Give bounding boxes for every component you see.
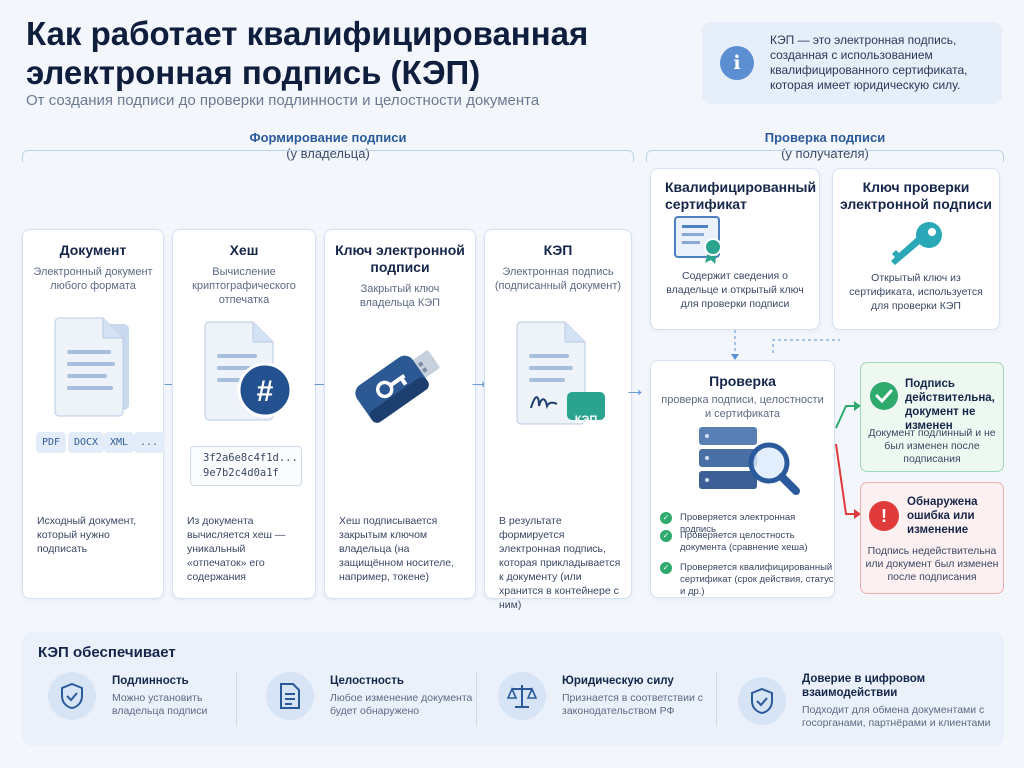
step-document-title: Документ bbox=[59, 242, 127, 258]
info-callout: i КЭП — это электронная подпись, созданн… bbox=[702, 22, 1002, 104]
section-signing-title: Формирование подписи bbox=[249, 130, 407, 145]
usb-token-icon bbox=[355, 350, 440, 423]
benefit-text: Признается в соответствии с законодатель… bbox=[562, 692, 704, 717]
benefit-title: Доверие в цифровом взаимодействии bbox=[802, 673, 926, 699]
hash-document-icon bbox=[204, 321, 293, 421]
benefit-title: Юридическую силу bbox=[562, 675, 674, 687]
section-verify-subtitle: (у получателя) bbox=[781, 146, 869, 161]
certificate-card: Квалифицированный сертификат Содержит св… bbox=[650, 168, 820, 330]
benefits-panel: КЭП обеспечивает Подлинность Можно устан… bbox=[22, 632, 1004, 746]
benefit-text: Любое изменение документа будет обнаруже… bbox=[330, 692, 473, 717]
check-icon: ✓ bbox=[660, 562, 672, 574]
check-icon: ✓ bbox=[660, 512, 672, 524]
step-private-key-description: Хеш подписывается закрытым ключом владел… bbox=[339, 515, 455, 583]
format-badge-pdf: PDF bbox=[36, 432, 67, 453]
step-hash-title: Хеш bbox=[229, 242, 259, 258]
flow-arrow-4: → bbox=[624, 376, 646, 401]
section-signing-bracket bbox=[22, 150, 634, 162]
certificate-icon bbox=[674, 216, 722, 264]
result-arrows bbox=[835, 401, 861, 519]
certificate-text: Содержит сведения о владельце и открытый… bbox=[666, 270, 804, 310]
document-icon bbox=[54, 317, 129, 417]
verification-card: Проверка проверка подписи, целостности и… bbox=[650, 360, 835, 598]
verification-subtitle: проверка подписи, целостности и сертифик… bbox=[661, 394, 824, 420]
check-item-text: Проверяется электронная подпись bbox=[680, 512, 796, 535]
check-circle-icon bbox=[870, 382, 898, 410]
step-kep-subtitle: Электронная подпись (подписанный докумен… bbox=[494, 266, 622, 292]
shield-check-icon bbox=[738, 677, 786, 725]
section-signing-heading: Формирование подписи (у владельца) bbox=[22, 130, 634, 162]
benefits-title: КЭП обеспечивает bbox=[38, 644, 176, 661]
connector-lines bbox=[731, 330, 840, 360]
signed-document-icon bbox=[516, 321, 605, 425]
step-hash-subtitle: Вычисление криптографического отпечатка bbox=[192, 266, 296, 306]
check-item-signature: ✓ Проверяется электронная подпись bbox=[660, 512, 830, 536]
divider bbox=[716, 672, 717, 726]
section-verify-heading: Проверка подписи (у получателя) bbox=[646, 130, 1004, 162]
benefit-title: Целостность bbox=[330, 675, 404, 687]
step-private-key-title: Ключ электронной подписи bbox=[335, 242, 465, 275]
result-error-title: Обнаружена ошибка или изменение bbox=[907, 496, 978, 536]
page-subtitle: От создания подписи до проверки подлинно… bbox=[26, 92, 540, 109]
divider bbox=[236, 672, 237, 726]
step-kep-card: КЭП Электронная подпись (подписанный док… bbox=[484, 229, 632, 611]
section-signing-subtitle: (у владельца) bbox=[286, 146, 370, 161]
check-item-certificate: ✓ Проверяется квалифицированный сертифик… bbox=[660, 562, 834, 598]
divider bbox=[476, 672, 477, 726]
error-circle-icon: ! bbox=[869, 501, 899, 531]
hash-symbol: # bbox=[256, 375, 274, 408]
result-error-card: ! Обнаружена ошибка или изменение Подпис… bbox=[860, 482, 1004, 594]
certificate-title: Квалифицированный сертификат bbox=[665, 179, 817, 212]
benefit-legal-force: Юридическую силу Признается в соответств… bbox=[498, 672, 708, 720]
public-key-title: Ключ проверки электронной подписи bbox=[840, 179, 992, 212]
benefit-title: Подлинность bbox=[112, 675, 189, 687]
hash-value-box: 3f2a6e8c4f1d... 9e7b2c4d0a1f bbox=[190, 446, 302, 486]
result-valid-card: Подпись действительна, документ не измен… bbox=[860, 362, 1004, 472]
format-badge-docx: DOCX bbox=[68, 432, 105, 453]
format-badge-xml: XML bbox=[104, 432, 135, 453]
result-valid-text: Документ подлинный и не был изменен посл… bbox=[868, 427, 996, 465]
step-document-card: Документ Электронный документ любого фор… bbox=[22, 229, 164, 599]
step-document-subtitle: Электронный документ любого формата bbox=[33, 266, 153, 292]
benefit-trust: Доверие в цифровом взаимодействии Подход… bbox=[738, 672, 1000, 730]
benefit-text: Можно установить владельца подписи bbox=[112, 692, 208, 717]
page-title: Как работает квалифицированная электронн… bbox=[26, 15, 589, 91]
section-verify-bracket bbox=[646, 150, 1004, 162]
check-item-integrity: ✓ Проверяется целостность документа (сра… bbox=[660, 530, 832, 554]
hash-value-line-2: 9e7b2c4d0a1f bbox=[203, 467, 279, 479]
kep-badge: КЭП bbox=[574, 414, 598, 426]
info-icon: i bbox=[720, 46, 754, 80]
step-kep-description: В результате формируется электронная под… bbox=[499, 515, 621, 611]
document-lines-icon bbox=[266, 672, 314, 720]
check-item-text: Проверяется целостность документа (сравн… bbox=[680, 530, 808, 553]
public-key-text: Открытый ключ из сертификата, использует… bbox=[849, 272, 983, 312]
server-magnifier-icon bbox=[699, 427, 800, 495]
result-valid-title: Подпись действительна, документ не измен… bbox=[905, 378, 995, 432]
step-hash-description: Из документа вычисляется хеш — уникальны… bbox=[187, 515, 286, 583]
step-private-key-card: Ключ электронной подписи Закрытый ключ в… bbox=[324, 229, 476, 599]
verification-title: Проверка bbox=[709, 373, 776, 389]
scales-icon bbox=[498, 672, 546, 720]
result-error-text: Подпись недействительна или документ был… bbox=[865, 545, 999, 583]
benefit-authenticity: Подлинность Можно установить владельца п… bbox=[48, 672, 248, 720]
format-badge-more: ... bbox=[134, 432, 165, 453]
public-key-card: Ключ проверки электронной подписи Открыт… bbox=[832, 168, 1000, 330]
step-document-description: Исходный документ, который нужно подписа… bbox=[37, 515, 137, 555]
step-hash-card: Хеш Вычисление криптографического отпеча… bbox=[172, 229, 316, 599]
benefit-integrity: Целостность Любое изменение документа бу… bbox=[266, 672, 476, 720]
hash-value-line-1: 3f2a6e8c4f1d... bbox=[203, 452, 298, 464]
key-icon bbox=[891, 222, 942, 265]
step-private-key-subtitle: Закрытый ключ владельца КЭП bbox=[359, 283, 441, 309]
section-verify-title: Проверка подписи bbox=[764, 130, 886, 145]
shield-check-icon bbox=[48, 672, 96, 720]
check-item-text: Проверяется квалифицированный сертификат… bbox=[680, 562, 834, 597]
step-kep-title: КЭП bbox=[543, 242, 573, 258]
check-icon: ✓ bbox=[660, 530, 672, 542]
info-text: КЭП — это электронная подпись, созданная… bbox=[770, 33, 968, 92]
benefit-text: Подходит для обмена документами с госорг… bbox=[802, 704, 991, 729]
